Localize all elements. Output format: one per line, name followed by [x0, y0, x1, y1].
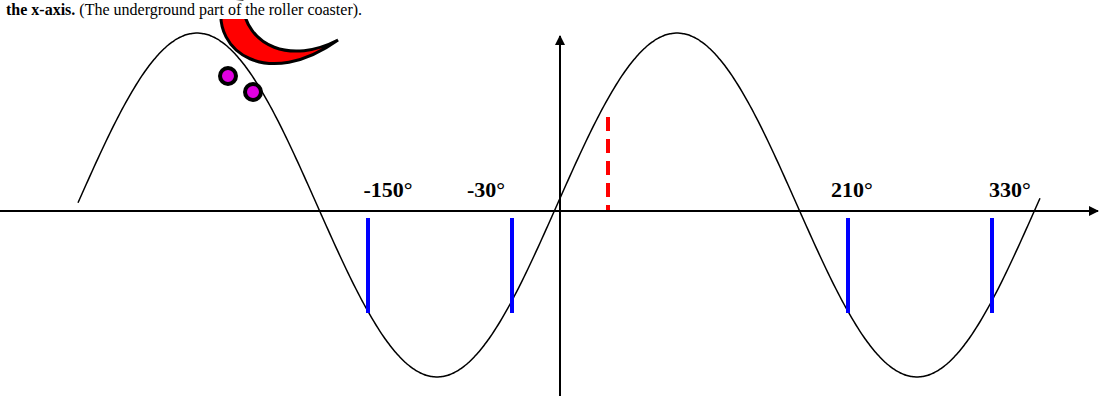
blue-marker [510, 218, 514, 313]
y-axis [559, 36, 561, 396]
angle-label: -150° [361, 178, 414, 202]
note-text: (The underground part of the roller coas… [79, 1, 362, 19]
coaster-wheel [245, 84, 261, 100]
angle-label: 330° [987, 178, 1033, 202]
note-text: the x-axis. [6, 1, 75, 19]
curve-layer [78, 33, 1040, 377]
blue-marker [366, 218, 370, 313]
angle-label: 210° [829, 178, 875, 202]
blue-marker [846, 218, 850, 313]
red-dashed-marker [606, 117, 610, 210]
sine-curve [78, 33, 1040, 377]
coaster-wheel [220, 68, 236, 84]
angle-label: -30° [465, 178, 507, 202]
blue-marker [990, 218, 994, 313]
x-axis [0, 210, 1098, 212]
